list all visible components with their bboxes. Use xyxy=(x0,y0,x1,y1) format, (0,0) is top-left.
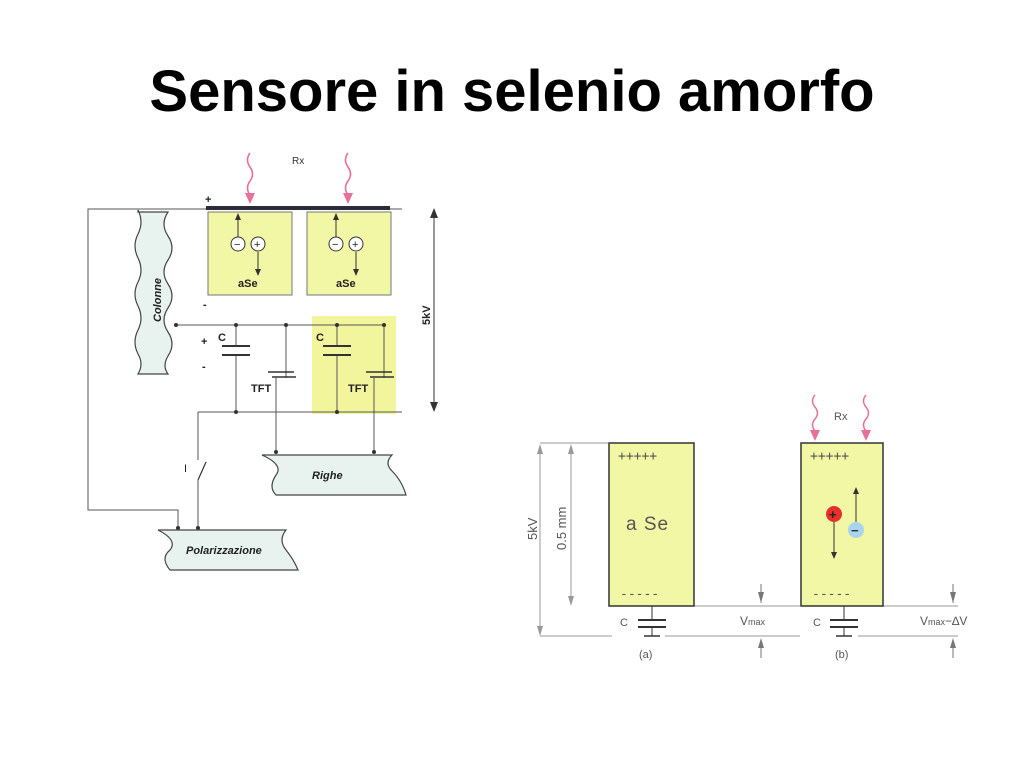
svg-text:+: + xyxy=(352,239,358,251)
capacitor-1 xyxy=(222,345,250,356)
cap-label-b: C xyxy=(813,617,821,629)
ase-layer-a xyxy=(608,442,695,607)
svg-text:+: + xyxy=(254,239,260,251)
detail-diagrams: 5kV 0.5 mm +++++ a Se ----- C (a) Vmax +… xyxy=(525,394,967,661)
minus-charges-b: ----- xyxy=(812,587,851,602)
top-plus-sign: + xyxy=(205,194,211,206)
ase-layer-b xyxy=(800,442,884,607)
circuit-diagram: Rx + − + aSe − + aSe - xyxy=(87,152,438,571)
tft-label-1: TFT xyxy=(251,383,271,395)
charge-pair-2: − + xyxy=(328,213,364,276)
capacitor-b xyxy=(830,606,858,637)
rx-label: Rx xyxy=(292,156,304,167)
columns-label: Colonne xyxy=(152,278,164,322)
electron-symbol: − xyxy=(851,523,859,538)
wire-nodes xyxy=(174,323,386,454)
cap-label-a: C xyxy=(620,617,628,629)
columns-bus xyxy=(134,209,173,375)
svg-text:−: − xyxy=(234,239,240,251)
vmax-delta-label: Vmax−∆V xyxy=(920,614,967,628)
plus-charges-b: +++++ xyxy=(810,449,849,464)
electron-particle xyxy=(848,522,864,538)
cell-minus-sign: - xyxy=(203,299,207,311)
minus-charges-a: ----- xyxy=(620,587,659,602)
rows-bus xyxy=(261,454,407,496)
pixel-highlight xyxy=(312,316,396,414)
ase-label-2: aSe xyxy=(336,278,356,290)
xray-arrow-b1 xyxy=(810,394,820,441)
dimension-guides xyxy=(539,442,958,637)
vmax-label-a: Vmax xyxy=(740,614,766,628)
switch-label: I xyxy=(184,463,187,475)
slide-title: Sensore in selenio amorfo xyxy=(149,59,875,124)
bias-label: Polarizzazione xyxy=(186,545,262,557)
charge-pair-1: − + xyxy=(230,213,266,276)
voltage-label: 5kV xyxy=(421,305,433,325)
capacitor-a xyxy=(638,606,666,637)
cap-minus-sign: - xyxy=(202,361,206,373)
bias-bus xyxy=(157,529,299,571)
material-label: a Se xyxy=(626,514,669,535)
cap-plus-sign: + xyxy=(201,336,207,348)
caption-a: (a) xyxy=(639,649,652,661)
hole-symbol: + xyxy=(829,507,837,522)
cap-label-2: C xyxy=(316,332,324,344)
xray-arrow-left xyxy=(245,152,255,204)
xray-arrow-b2 xyxy=(861,394,871,441)
tft-2 xyxy=(366,371,394,452)
plus-charges-a: +++++ xyxy=(618,449,657,464)
detail-rx-label: Rx xyxy=(834,411,848,423)
cap-label-1: C xyxy=(218,332,226,344)
xray-arrow-right xyxy=(343,152,353,204)
caption-b: (b) xyxy=(835,649,848,661)
tft-1 xyxy=(268,371,296,452)
bias-switch xyxy=(197,461,207,481)
voltage-dimension xyxy=(430,208,438,412)
ase-label-1: aSe xyxy=(238,278,258,290)
tft-label-2: TFT xyxy=(348,383,368,395)
detail-voltage-label: 5kV xyxy=(525,517,540,540)
ase-cell-2 xyxy=(306,211,392,296)
detail-thickness-label: 0.5 mm xyxy=(554,507,569,550)
ase-cell-1 xyxy=(207,211,293,296)
capacitor-2 xyxy=(323,345,351,356)
top-electrode xyxy=(206,206,390,210)
rows-label: Righe xyxy=(312,470,343,482)
hole-particle xyxy=(826,506,842,522)
svg-text:−: − xyxy=(332,239,338,251)
